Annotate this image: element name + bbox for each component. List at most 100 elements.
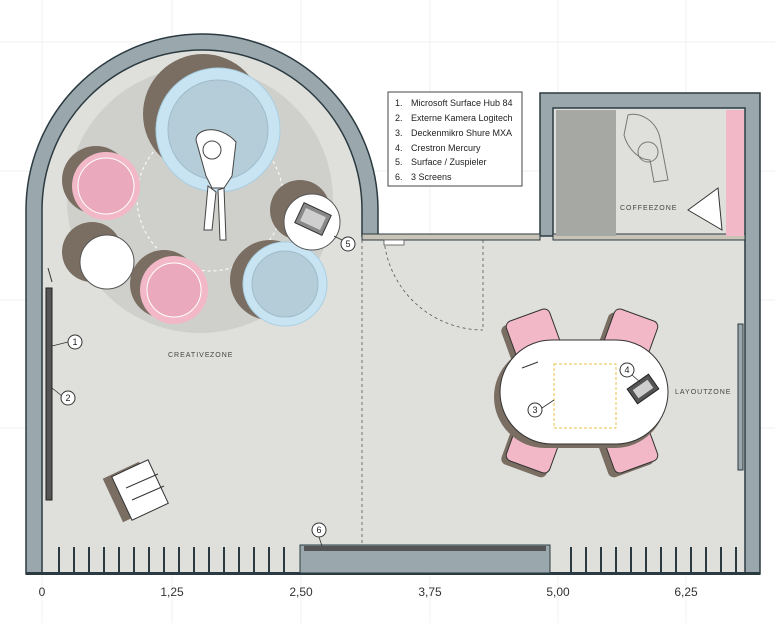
mullion <box>720 547 722 572</box>
mullion <box>705 547 707 572</box>
svg-text:CREATIVE: CREATIVE <box>168 352 211 359</box>
surface-hub-display <box>45 287 53 501</box>
legend-item-3: 3. Deckenmikro Shure MXA <box>395 128 512 138</box>
mullion <box>238 547 240 572</box>
mullion <box>253 547 255 572</box>
callout-1: 1 <box>51 334 83 350</box>
svg-text:5.: 5. <box>395 157 403 167</box>
mullion <box>570 547 572 572</box>
mullion <box>103 547 105 572</box>
coffee-table <box>687 187 723 231</box>
mullion <box>163 547 165 572</box>
callout-3: 3 <box>527 399 555 418</box>
cable <box>521 361 539 369</box>
legend-box: 1. Microsoft Surface Hub 84 2. Externe K… <box>387 91 523 187</box>
svg-text:1.: 1. <box>395 98 403 108</box>
scale-label: 5,00 <box>546 585 570 599</box>
mullion <box>193 547 195 572</box>
svg-text:4: 4 <box>624 365 629 375</box>
ceiling-mic-area <box>553 363 617 429</box>
wall-display-right <box>737 323 744 471</box>
scale-label: 1,25 <box>160 585 184 599</box>
svg-text:3: 3 <box>532 405 537 415</box>
coffee-zone-label: COFFEE ZONE <box>620 205 677 212</box>
white-pouf <box>79 234 135 290</box>
callout-4: 4 <box>619 362 641 383</box>
svg-text:Deckenmikro Shure MXA: Deckenmikro Shure MXA <box>411 128 512 138</box>
mullion <box>600 547 602 572</box>
window-mullions <box>58 547 737 572</box>
svg-text:6.: 6. <box>395 172 403 182</box>
mullion <box>118 547 120 572</box>
svg-text:Microsoft Surface Hub 84: Microsoft Surface Hub 84 <box>411 98 513 108</box>
svg-text:6: 6 <box>316 525 321 535</box>
svg-text:LAYOUT: LAYOUT <box>675 389 709 396</box>
mullion <box>148 547 150 572</box>
callout-6: 6 <box>311 522 327 547</box>
scale-label: 3,75 <box>418 585 442 599</box>
door-leaf <box>383 239 405 246</box>
svg-text:ZONE: ZONE <box>210 352 233 359</box>
svg-text:2: 2 <box>65 393 70 403</box>
layout-zone-label: LAYOUT ZONE <box>675 389 731 396</box>
rolling-cabinet <box>102 459 169 523</box>
mullion <box>615 547 617 572</box>
mullion <box>735 547 737 572</box>
pink-pouf-bottom-top <box>146 262 202 318</box>
scale-bar: 0 1,25 2,50 3,75 5,00 6,25 <box>39 585 698 599</box>
door <box>361 239 484 574</box>
svg-text:ZONE: ZONE <box>708 389 731 396</box>
svg-text:3 Screens: 3 Screens <box>411 172 452 182</box>
mullion <box>223 547 225 572</box>
mullion <box>690 547 692 572</box>
scale-label: 0 <box>39 585 46 599</box>
mullion <box>585 547 587 572</box>
mullion <box>660 547 662 572</box>
crestron-device <box>626 373 660 405</box>
standing-person-icon <box>623 113 669 183</box>
outer-walls <box>25 33 761 575</box>
partition-wall-right <box>552 233 746 241</box>
camera-mount <box>47 267 53 283</box>
mullion <box>675 547 677 572</box>
coffee-pink-panel <box>726 110 744 236</box>
svg-text:ZONE: ZONE <box>654 205 677 212</box>
svg-text:Surface / Zuspieler: Surface / Zuspieler <box>411 157 487 167</box>
legend-item-5: 5. Surface / Zuspieler <box>395 157 487 167</box>
screens <box>304 546 546 551</box>
callout-2: 2 <box>51 387 76 406</box>
creative-zone-label: CREATIVE ZONE <box>168 352 233 359</box>
mullion <box>208 547 210 572</box>
mullion <box>133 547 135 572</box>
svg-text:COFFEE: COFFEE <box>620 205 654 212</box>
coffee-counter <box>556 110 616 236</box>
legend-item-6: 6. 3 Screens <box>395 172 452 182</box>
svg-text:Externe Kamera Logitech: Externe Kamera Logitech <box>411 113 513 123</box>
legend-item-4: 4. Crestron Mercury <box>395 143 481 153</box>
mullion <box>283 547 285 572</box>
pink-pouf-left-top <box>77 157 135 215</box>
callout-5: 5 <box>333 235 356 252</box>
mullion <box>268 547 270 572</box>
svg-text:1: 1 <box>72 337 77 347</box>
svg-text:Crestron Mercury: Crestron Mercury <box>411 143 481 153</box>
legend-item-1: 1. Microsoft Surface Hub 84 <box>395 98 513 108</box>
laptop-icon <box>294 202 332 236</box>
scale-label: 6,25 <box>674 585 698 599</box>
mullion <box>178 547 180 572</box>
mullion <box>645 547 647 572</box>
partition-wall <box>361 233 541 241</box>
svg-text:3.: 3. <box>395 128 403 138</box>
blue-pouf-right-top <box>251 250 319 318</box>
legend-item-2: 2. Externe Kamera Logitech <box>395 113 513 123</box>
mullion <box>73 547 75 572</box>
svg-text:5: 5 <box>345 239 350 249</box>
person-icon <box>195 129 237 241</box>
mullion <box>88 547 90 572</box>
mullion <box>58 547 60 572</box>
scale-label: 2,50 <box>289 585 313 599</box>
svg-text:2.: 2. <box>395 113 403 123</box>
svg-text:4.: 4. <box>395 143 403 153</box>
mullion <box>630 547 632 572</box>
